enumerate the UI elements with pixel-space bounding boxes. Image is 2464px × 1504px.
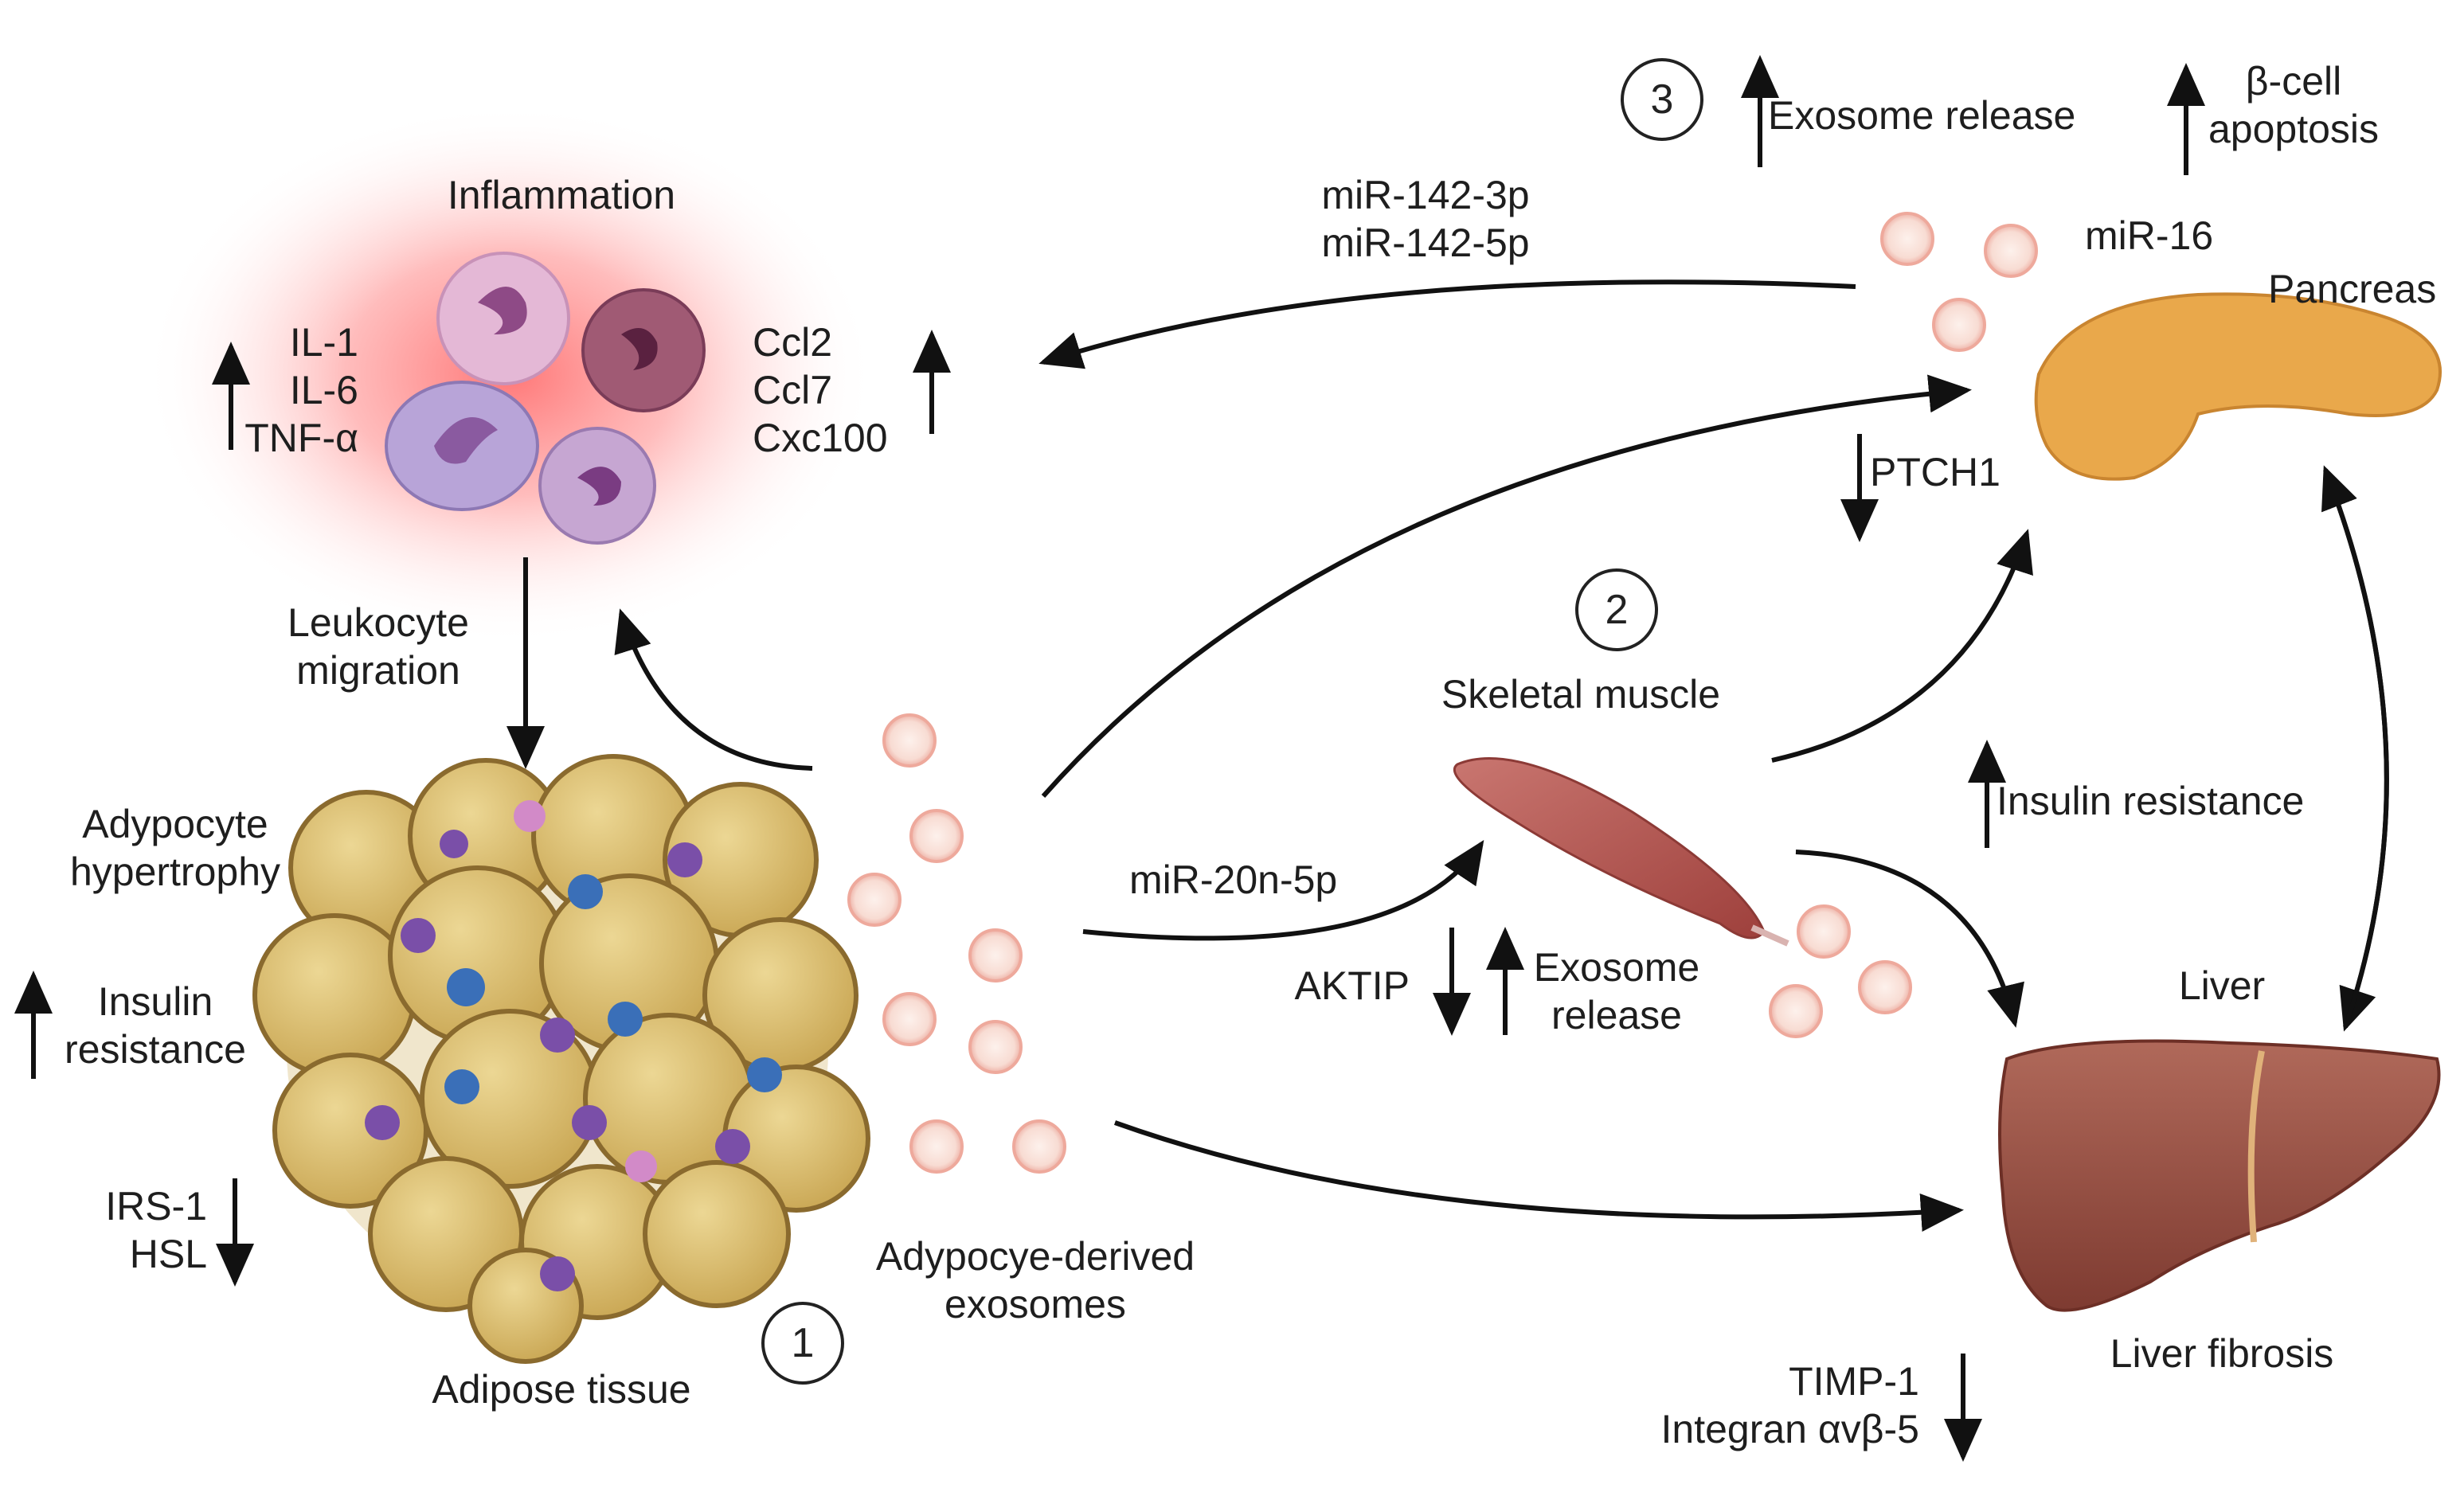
arrow-liver-pancreas bbox=[2321, 465, 2389, 1028]
pathway-arrows bbox=[14, 55, 2389, 1462]
adipose-tissue-label: Adipose tissue bbox=[432, 1367, 691, 1412]
pancreas-illustration bbox=[2034, 292, 2442, 481]
irs1-label: IRS-1 bbox=[105, 1184, 207, 1229]
adipose-tissue-illustration bbox=[252, 754, 870, 1364]
insulin-resistance-label: Insulin resistance bbox=[1997, 779, 2305, 823]
chemokine-ccl7: Ccl7 bbox=[753, 368, 833, 412]
muscle-exosome-line2: release bbox=[1551, 993, 1682, 1037]
arrow-exo-to-muscle bbox=[1082, 840, 1484, 941]
chemokine-cxc100: Cxc100 bbox=[753, 416, 888, 460]
arrow-exo-to-pancreas bbox=[1041, 374, 1972, 798]
step-2-badge: 2 bbox=[1575, 568, 1658, 651]
adipocyte-hypertrophy-line1: Adypocyte bbox=[82, 802, 268, 846]
cytokine-tnf: TNF-α bbox=[244, 416, 358, 460]
skeletal-muscle-illustration bbox=[1453, 757, 1766, 940]
step-1-badge: 1 bbox=[761, 1302, 844, 1385]
mir20-label: miR-20n-5p bbox=[1129, 857, 1338, 902]
mir16-label: miR-16 bbox=[2085, 213, 2214, 258]
aktip-label: AKTIP bbox=[1294, 963, 1410, 1008]
immune-cells-illustration bbox=[385, 252, 706, 545]
cytokine-il6: IL-6 bbox=[289, 368, 358, 412]
adipocyte-exosomes-line2: exosomes bbox=[945, 1282, 1126, 1326]
beta-cell-line1: β-cell bbox=[2245, 59, 2342, 104]
timp1-label: TIMP-1 bbox=[1789, 1359, 1919, 1404]
mir142-3p-label: miR-142-3p bbox=[1321, 173, 1530, 217]
muscle-exosome-line1: Exosome bbox=[1533, 945, 1700, 990]
arrow-exo-to-liver bbox=[1113, 1120, 1964, 1232]
inflammation-title: Inflammation bbox=[447, 173, 676, 217]
chemokine-ccl2: Ccl2 bbox=[753, 320, 833, 365]
leukocyte-migration-line2: migration bbox=[296, 648, 460, 693]
liver-fibrosis-label: Liver fibrosis bbox=[2110, 1331, 2334, 1376]
adipocyte-hypertrophy-line2: hypertrophy bbox=[69, 850, 281, 894]
arrow-muscle-to-pancreas bbox=[1771, 529, 2033, 763]
cytokine-il1: IL-1 bbox=[289, 320, 358, 365]
liver-label: Liver bbox=[2178, 963, 2266, 1008]
skeletal-muscle-label: Skeletal muscle bbox=[1441, 672, 1721, 717]
adipose-insulin-line1: Insulin bbox=[97, 979, 213, 1024]
hsl-label: HSL bbox=[129, 1232, 207, 1276]
adipose-insulin-line2: resistance bbox=[65, 1027, 246, 1072]
exosome-release-label: Exosome release bbox=[1768, 93, 2076, 138]
adipocyte-exosomes-line1: Adypocye-derived bbox=[875, 1234, 1195, 1279]
integran-label: Integran αvβ-5 bbox=[1660, 1407, 1920, 1451]
arrow-muscle-to-liver bbox=[1795, 850, 2024, 1028]
step-3-badge: 3 bbox=[1621, 58, 1703, 141]
beta-cell-line2: apoptosis bbox=[2208, 107, 2380, 151]
ptch1-label: PTCH1 bbox=[1870, 450, 2001, 494]
leukocyte-migration-line1: Leukocyte bbox=[287, 600, 469, 645]
arrow-pancreas-to-inflammation bbox=[1038, 279, 1856, 369]
pancreas-label: Pancreas bbox=[2268, 267, 2437, 311]
exosome-particles bbox=[847, 212, 2038, 1174]
liver-illustration bbox=[1998, 1039, 2441, 1312]
mir142-5p-label: miR-142-5p bbox=[1321, 221, 1530, 265]
arrow-to-inflammation bbox=[614, 608, 813, 771]
